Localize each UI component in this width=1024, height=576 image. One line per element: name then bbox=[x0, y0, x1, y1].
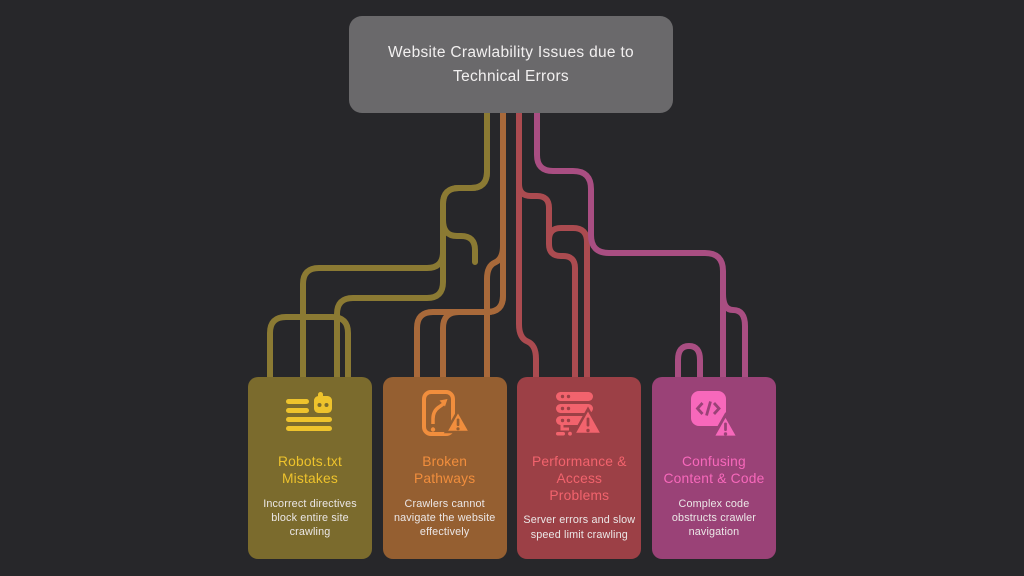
card-title: Broken Pathways bbox=[413, 454, 476, 486]
connector-path bbox=[516, 103, 578, 385]
card-title: Performance & Access Problems bbox=[532, 454, 627, 503]
connector-path bbox=[484, 103, 506, 385]
connector-group-confusing bbox=[534, 103, 748, 385]
connector-group-robots bbox=[267, 103, 490, 385]
card-description: Incorrect directives block entire site c… bbox=[263, 497, 357, 539]
connector-path bbox=[720, 291, 748, 385]
connector-staple bbox=[267, 314, 351, 385]
cards-row: Robots.txt Mistakes Incorrect directives… bbox=[248, 377, 776, 559]
connector-path bbox=[300, 103, 490, 385]
broken-path-warning-icon bbox=[388, 388, 502, 440]
connector-group-performance bbox=[516, 103, 590, 385]
card-broken-pathways: Broken Pathways Crawlers cannot navigate… bbox=[382, 377, 507, 559]
card-performance-access-problems: Performance & Access Problems Server err… bbox=[517, 377, 642, 559]
main-title: Website Crawlability Issues due to Techn… bbox=[388, 44, 634, 85]
main-title-box: Website Crawlability Issues due to Techn… bbox=[349, 16, 673, 113]
card-description: Server errors and slow speed limit crawl… bbox=[523, 514, 636, 541]
code-warning-icon bbox=[657, 388, 771, 440]
card-title: Confusing Content & Code bbox=[663, 454, 765, 486]
server-warning-icon bbox=[522, 388, 636, 440]
card-confusing-content-code: Confusing Content & Code Complex code ob… bbox=[651, 377, 776, 559]
connector-staple bbox=[675, 343, 703, 385]
card-robots-txt-mistakes: Robots.txt Mistakes Incorrect directives… bbox=[248, 377, 372, 559]
connector-path bbox=[534, 103, 726, 385]
connector-path bbox=[516, 103, 539, 385]
connector-group-pathways bbox=[414, 103, 506, 385]
card-description: Crawlers cannot navigate the website eff… bbox=[393, 497, 496, 539]
connector-path bbox=[334, 103, 490, 385]
robot-checklist-icon bbox=[253, 388, 367, 440]
connector-stub bbox=[440, 217, 478, 265]
card-description: Complex code obstructs crawler navigatio… bbox=[671, 497, 757, 539]
connector-path bbox=[546, 225, 590, 385]
connector-path bbox=[414, 103, 506, 385]
card-title: Robots.txt Mistakes bbox=[277, 454, 343, 486]
